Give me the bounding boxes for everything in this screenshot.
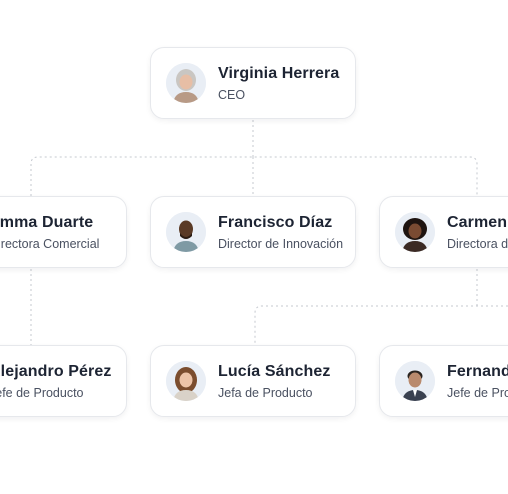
node-name: Fernand [447,362,508,380]
node-card-commercial[interactable]: Emma Duarte Directora Comercial [0,196,127,268]
connector-level1-bus [30,156,478,196]
node-name: Lucía Sánchez [218,362,331,380]
node-name: Virginia Herrera [218,64,340,82]
avatar-man-suit-icon [395,361,435,401]
connector-level2-bus [254,305,508,345]
node-card-carmen[interactable]: Carmen Directora d [379,196,508,268]
node-card-alejandro[interactable]: Alejandro Pérez Jefe de Producto [0,345,127,417]
node-card-fernando[interactable]: Fernand Jefe de Pro [379,345,508,417]
node-role: Directora Comercial [0,236,100,251]
node-name: Emma Duarte [0,213,94,231]
avatar-bald-man-icon [166,212,206,252]
avatar-curly-hair-woman-icon [395,212,435,252]
node-name: Carmen [447,213,508,231]
node-role: Jefa de Producto [218,385,313,400]
node-role: CEO [218,87,246,102]
avatar-gray-hair-woman-icon [166,63,206,103]
node-name: Alejandro Pérez [0,362,112,380]
avatar-woman-brown-hair-icon [166,361,206,401]
node-card-ceo[interactable]: Virginia Herrera CEO [150,47,356,119]
node-name: Francisco Díaz [218,213,333,231]
node-card-innovation[interactable]: Francisco Díaz Director de Innovación [150,196,356,268]
node-role: Directora d [447,236,508,251]
node-role: Director de Innovación [218,236,344,251]
node-role: Jefe de Pro [447,385,508,400]
node-card-lucia[interactable]: Lucía Sánchez Jefa de Producto [150,345,356,417]
node-role: Jefe de Producto [0,385,84,400]
